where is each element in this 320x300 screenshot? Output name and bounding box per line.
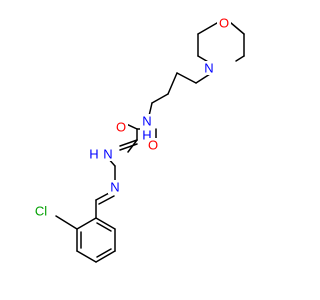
bond [235,55,245,62]
bond [119,139,138,147]
bond [195,73,211,84]
atom-label: O [219,16,229,31]
bond [197,22,218,35]
bond [55,215,78,230]
atom-label: O [148,138,158,153]
atom-O-morpholine: O [217,16,231,31]
molecule-structure: O N N H O O H N N Cl [30,15,245,263]
atom-NH-hydrazide: H N [88,147,116,162]
bond [167,72,178,95]
bond [151,93,169,104]
bond [98,195,115,205]
atom-O-amide: O [114,120,128,135]
atom-N-morpholine: N [202,61,216,76]
atom-Cl: Cl [30,204,52,219]
bond [95,217,116,230]
atom-labels: O N N H O O H N N Cl [30,16,231,219]
bond [127,139,138,153]
bond [95,250,116,263]
atom-NH-amide: N H [140,114,154,143]
atom-label: O [116,120,126,135]
bond [148,102,153,117]
bond [96,222,112,232]
atom-label: Cl [35,204,47,219]
atom-label: N [142,114,151,129]
bond [76,250,97,263]
atom-label: N [110,180,119,195]
atom-label: N [103,147,112,162]
atom-label-h: H [142,128,151,143]
atom-O-hydrazide: O [146,138,160,153]
atom-label: N [204,61,213,76]
bond [230,22,245,35]
bond [76,217,97,230]
atom-label-h: H [89,147,98,162]
bond [176,72,197,84]
atom-N-imine: N [108,180,122,195]
bond [96,248,112,258]
